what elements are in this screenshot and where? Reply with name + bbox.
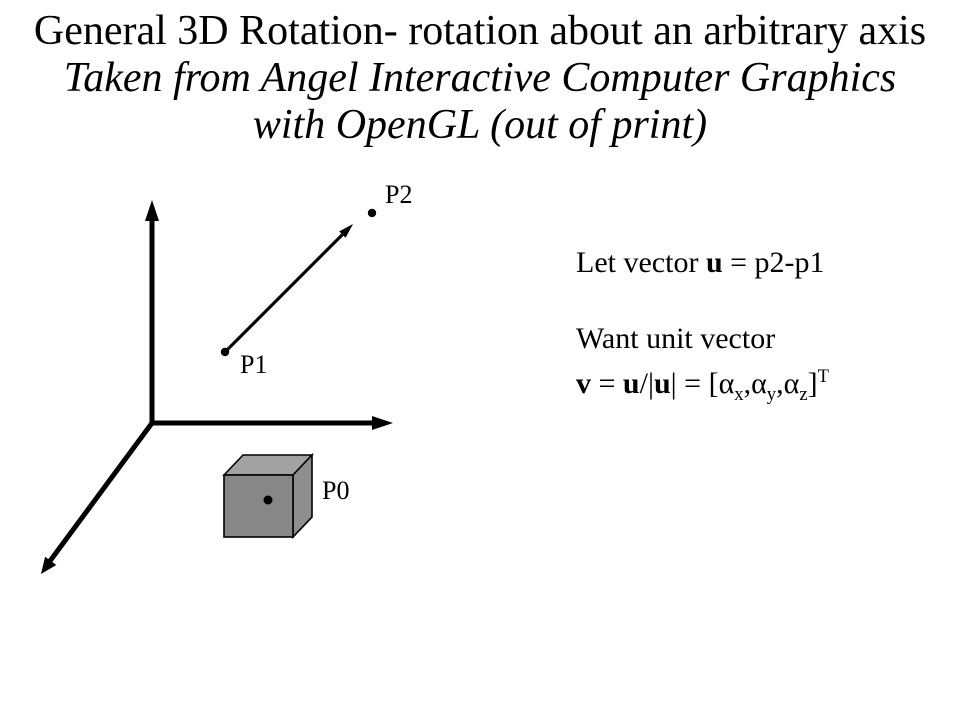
formula-sub-z: z [799, 384, 808, 405]
formula-transpose-t: T [817, 366, 829, 387]
slide-subtitle-line1: Taken from Angel Interactive Computer Gr… [63, 55, 897, 101]
formula-sub-x: x [734, 384, 744, 405]
note-line-want-unit-vector: Want unit vector [576, 322, 776, 355]
notes-block: Let vector u = p2-p1 Want unit vector v … [576, 244, 946, 414]
point-p0-dot [263, 495, 273, 505]
notes-blank-line [576, 282, 946, 320]
vector-u-line [225, 231, 346, 352]
formula-v: v [576, 367, 591, 400]
z-axis-arrowhead-icon [41, 556, 57, 574]
formula-eq2: | = [ [670, 367, 719, 400]
slide-subtitle-line2: with OpenGL (out of print) [252, 102, 708, 148]
label-p2: P2 [385, 180, 413, 209]
note-line1-prefix: Let vector [576, 246, 706, 279]
label-p0: P0 [322, 476, 350, 505]
formula-eq1: = [591, 367, 623, 400]
formula-alpha-z: ,α [776, 367, 800, 400]
note-line1-suffix: = p2-p1 [722, 246, 825, 279]
note-line1-u: u [705, 246, 723, 279]
note-line-formula: v = u/|u| = [αx,αy,αz]T [576, 358, 946, 414]
formula-sub-y: y [766, 384, 777, 405]
point-p2-dot [367, 208, 377, 218]
label-p1: P1 [240, 350, 268, 379]
formula-u1: u [622, 367, 640, 400]
note-line-let-vector: Let vector u = p2-p1 [576, 244, 946, 282]
formula-alpha-x: α [718, 367, 735, 400]
y-axis-arrowhead-icon [145, 200, 159, 221]
slide-header: General 3D Rotation- rotation about an a… [0, 8, 960, 149]
point-p1-dot [220, 347, 230, 357]
z-axis-line [47, 421, 155, 563]
slide-title: General 3D Rotation- rotation about an a… [33, 8, 927, 54]
formula-alpha-y: ,α [743, 367, 767, 400]
x-axis-arrowhead-icon [372, 416, 393, 430]
formula-slash: /| [639, 367, 654, 400]
formula-close-bracket: ] [807, 367, 818, 400]
cube-front-face [223, 474, 294, 538]
formula-u2: u [653, 367, 671, 400]
vector-u-arrowhead-icon [339, 224, 353, 238]
